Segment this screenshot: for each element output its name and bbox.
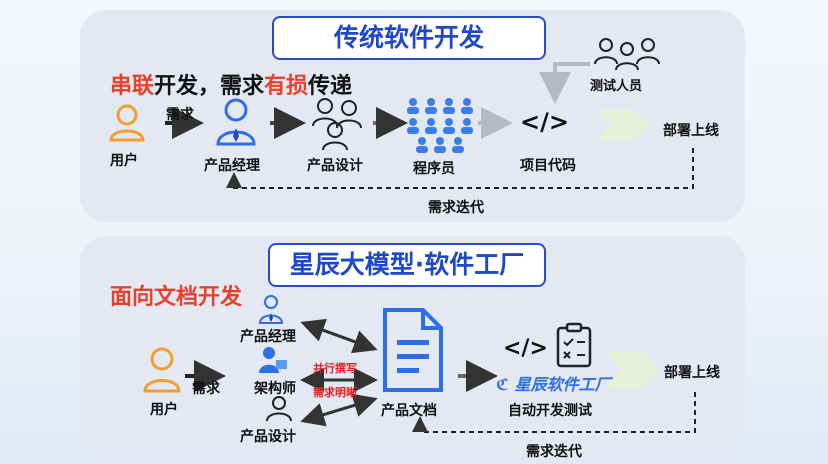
- pm-label: 产品经理: [204, 158, 260, 174]
- designer-label: 产品设计: [307, 158, 363, 174]
- product-designer-icon-bottom: [266, 396, 292, 422]
- architect-icon: [259, 347, 287, 373]
- programmers-label: 程序员: [413, 161, 455, 177]
- testers-label: 测试人员: [590, 79, 643, 94]
- checklist-icon: [556, 322, 592, 368]
- programmers-group-icon: [407, 98, 473, 153]
- clear-demand-label: 需求明晰: [313, 386, 357, 399]
- code-brackets-icon-bottom: </>: [503, 336, 548, 361]
- deploy-label-bottom: 部署上线: [664, 365, 720, 381]
- architect-label: 架构师: [254, 381, 296, 397]
- product-manager-icon-bottom: [258, 295, 284, 324]
- iterate-label-top: 需求迭代: [428, 200, 484, 216]
- parallel-writing-label: 并行撰写: [313, 362, 357, 375]
- user-label-bottom: 用户: [150, 402, 178, 418]
- user-label: 用户: [110, 153, 138, 169]
- traditional-headline: 串联开发，需求有损传递: [110, 74, 353, 99]
- brand-mark-icon: ℭ: [496, 375, 510, 394]
- doc-label: 产品文档: [381, 403, 437, 419]
- user-icon-bottom: [143, 347, 181, 393]
- iterate-label-bottom: 需求迭代: [526, 444, 582, 460]
- pm-label-bottom: 产品经理: [240, 329, 296, 345]
- product-designer-icon: [312, 98, 362, 150]
- deploy-label-top: 部署上线: [663, 123, 719, 139]
- doc-driven-headline: 面向文档开发: [110, 285, 243, 310]
- traditional-dev-title: 传统软件开发: [272, 16, 546, 60]
- document-icon: [383, 308, 443, 392]
- testers-icon: [594, 38, 660, 71]
- demand-label: 需求: [166, 107, 194, 123]
- product-manager-icon: [216, 98, 256, 146]
- demand-label-bottom: 需求: [192, 381, 220, 397]
- xingchen-brand-logo: ℭ 星辰软件工厂: [496, 375, 611, 394]
- designer-label-bottom: 产品设计: [240, 429, 296, 445]
- xingchen-factory-title: 星辰大模型·软件工厂: [268, 243, 546, 287]
- user-icon: [109, 104, 145, 142]
- auto-dev-test-label: 自动开发测试: [508, 403, 592, 419]
- code-label: 项目代码: [520, 158, 576, 174]
- code-brackets-icon: </>: [520, 108, 569, 136]
